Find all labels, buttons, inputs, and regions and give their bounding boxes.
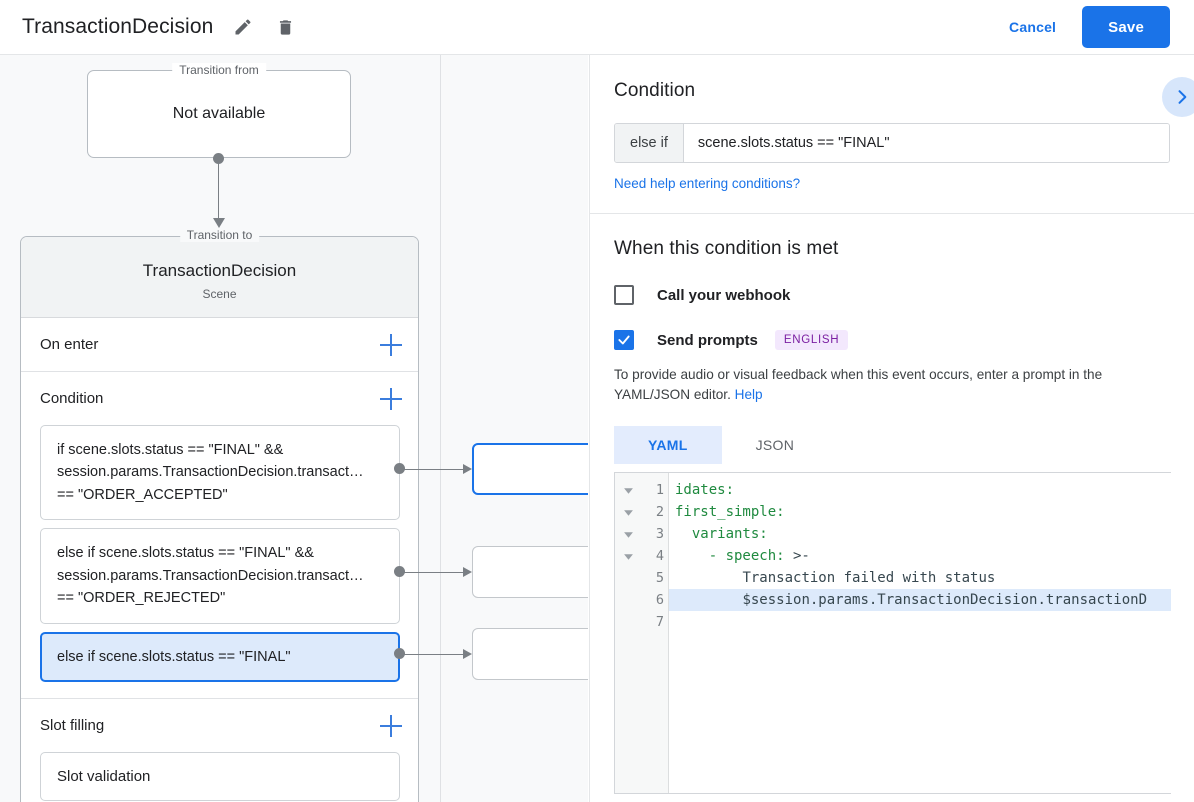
condition-section: Condition else if scene.slots.status == … bbox=[590, 55, 1194, 214]
connector-arrow bbox=[463, 464, 472, 474]
save-button[interactable]: Save bbox=[1082, 6, 1170, 48]
target-box[interactable] bbox=[472, 628, 588, 680]
editor-format-tabs: YAML JSON bbox=[614, 426, 1170, 465]
when-condition-met-heading: When this condition is met bbox=[614, 238, 839, 259]
target-box[interactable] bbox=[472, 546, 588, 598]
condition-list: if scene.slots.status == "FINAL" && sess… bbox=[21, 425, 418, 698]
fold-arrow-icon[interactable] bbox=[615, 523, 641, 545]
pencil-icon[interactable] bbox=[231, 15, 255, 39]
condition-prefix: else if bbox=[615, 124, 684, 162]
page-title: TransactionDecision bbox=[22, 15, 214, 38]
connector-dot bbox=[394, 648, 405, 659]
section-slot-filling-label: Slot filling bbox=[40, 717, 105, 735]
transition-to-legend: Transition to bbox=[179, 228, 260, 242]
section-condition-label: Condition bbox=[40, 390, 104, 407]
plus-icon[interactable] bbox=[380, 387, 402, 410]
code-line bbox=[675, 611, 1171, 633]
condition-list-item[interactable]: else if scene.slots.status == "FINAL" &&… bbox=[40, 528, 400, 624]
scene-card-header[interactable]: Transition to TransactionDecision Scene bbox=[21, 228, 418, 318]
connector-dot bbox=[394, 566, 405, 577]
code-line: - speech: >- bbox=[675, 548, 810, 565]
section-slot-filling-header: Slot filling bbox=[21, 699, 418, 752]
section-on-enter-label: On enter bbox=[40, 336, 99, 353]
condition-input-row: else if scene.slots.status == "FINAL" bbox=[614, 123, 1170, 163]
when-condition-met-section: When this condition is met Call your web… bbox=[590, 214, 1194, 795]
webhook-row: Call your webhook bbox=[614, 285, 1170, 305]
connector-arrow bbox=[463, 649, 472, 659]
editor-code-area[interactable]: idates: first_simple: variants: - speech:… bbox=[669, 473, 1171, 793]
editor-fold-gutter bbox=[615, 473, 641, 794]
call-webhook-checkbox[interactable] bbox=[614, 285, 634, 305]
code-line: idates: bbox=[675, 482, 735, 499]
line-number: 6 bbox=[655, 592, 664, 609]
scene-card: Transition to TransactionDecision Scene … bbox=[20, 228, 419, 802]
line-number: 7 bbox=[655, 614, 664, 631]
send-prompts-row: Send prompts ENGLISH bbox=[614, 330, 1170, 350]
fold-arrow-icon[interactable] bbox=[615, 545, 641, 567]
condition-list-item-selected[interactable]: else if scene.slots.status == "FINAL" bbox=[40, 631, 400, 683]
code-line: $session.params.TransactionDecision.tran… bbox=[669, 589, 1171, 612]
connector-line bbox=[404, 469, 466, 470]
graph-rail bbox=[440, 55, 441, 802]
code-editor[interactable]: 1 2 3 4 5 6 7 idates: first_simple: varia… bbox=[614, 472, 1171, 795]
line-number: 4 bbox=[655, 548, 664, 565]
send-prompts-checkbox[interactable] bbox=[614, 330, 634, 350]
transition-arrow-head bbox=[213, 218, 225, 228]
connector-arrow bbox=[463, 567, 472, 577]
fold-arrow-icon[interactable] bbox=[615, 479, 641, 501]
section-condition: Condition if scene.slots.status == "FINA… bbox=[21, 372, 418, 700]
code-line: Transaction failed with status bbox=[742, 570, 996, 587]
condition-expression-input[interactable]: scene.slots.status == "FINAL" bbox=[683, 124, 1169, 162]
condition-details-panel: Condition else if scene.slots.status == … bbox=[589, 55, 1194, 802]
language-badge: ENGLISH bbox=[774, 330, 849, 350]
target-box-selected[interactable] bbox=[472, 443, 588, 495]
connector-line bbox=[404, 654, 466, 655]
connector-line bbox=[404, 572, 466, 573]
prompts-hint: To provide audio or visual feedback when… bbox=[614, 365, 1170, 404]
line-number: 3 bbox=[655, 526, 664, 543]
send-prompts-label: Send prompts bbox=[657, 331, 758, 349]
help-link[interactable]: Help bbox=[734, 386, 763, 402]
fold-arrow-icon[interactable] bbox=[615, 501, 641, 523]
scene-name: TransactionDecision bbox=[142, 261, 297, 280]
transition-from-legend: Transition from bbox=[172, 63, 266, 77]
plus-icon[interactable] bbox=[380, 333, 402, 356]
trash-icon[interactable] bbox=[273, 15, 297, 39]
connector-dot bbox=[394, 463, 405, 474]
cancel-button[interactable]: Cancel bbox=[995, 10, 1070, 44]
section-condition-header: Condition bbox=[21, 372, 418, 425]
call-webhook-label: Call your webhook bbox=[657, 286, 791, 304]
transition-from-node[interactable]: Transition from Not available bbox=[87, 63, 351, 158]
transition-arrow-line bbox=[218, 158, 219, 220]
slot-validation-item[interactable]: Slot validation bbox=[40, 752, 400, 802]
transition-from-value: Not available bbox=[172, 105, 266, 122]
plus-icon[interactable] bbox=[380, 714, 402, 737]
section-on-enter: On enter bbox=[21, 318, 418, 372]
chevron-right-icon[interactable] bbox=[1162, 77, 1194, 117]
tab-yaml[interactable]: YAML bbox=[614, 426, 722, 465]
need-help-link[interactable]: Need help entering conditions? bbox=[614, 176, 801, 191]
scene-graph-canvas: Transition from Not available Transition… bbox=[0, 55, 588, 802]
slot-filling-list: Slot validation bbox=[21, 752, 418, 802]
code-line: first_simple: bbox=[675, 504, 785, 521]
section-slot-filling: Slot filling Slot validation bbox=[21, 699, 418, 802]
section-on-enter-header: On enter bbox=[21, 318, 418, 371]
tab-json[interactable]: JSON bbox=[755, 437, 795, 454]
top-bar: TransactionDecision Cancel Save bbox=[0, 0, 1194, 55]
prompts-hint-text: To provide audio or visual feedback when… bbox=[614, 367, 1103, 402]
line-number: 5 bbox=[655, 570, 664, 587]
editor-line-numbers: 1 2 3 4 5 6 7 bbox=[641, 473, 669, 794]
scene-type: Scene bbox=[202, 287, 237, 301]
line-number: 1 bbox=[655, 482, 664, 499]
line-number: 2 bbox=[655, 504, 664, 521]
code-line: variants: bbox=[675, 526, 768, 543]
condition-list-item[interactable]: if scene.slots.status == "FINAL" && sess… bbox=[40, 425, 400, 521]
condition-heading: Condition bbox=[614, 80, 696, 101]
